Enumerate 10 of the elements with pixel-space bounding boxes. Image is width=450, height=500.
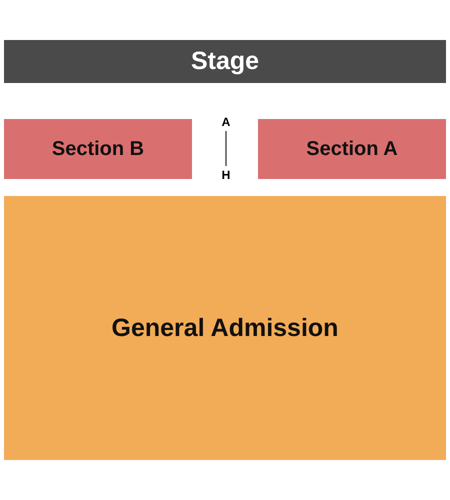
section-label: Section A bbox=[306, 138, 398, 160]
seating-section bbox=[258, 119, 446, 179]
row-letter: H bbox=[222, 168, 230, 182]
stage-area bbox=[4, 40, 446, 83]
area-label: General Admission bbox=[112, 314, 338, 342]
stage-label: Stage bbox=[190, 47, 260, 76]
row-letter: A bbox=[222, 115, 230, 129]
seating-section bbox=[4, 119, 192, 179]
general-admission-area bbox=[4, 196, 446, 460]
section-label: Section B bbox=[52, 138, 144, 160]
